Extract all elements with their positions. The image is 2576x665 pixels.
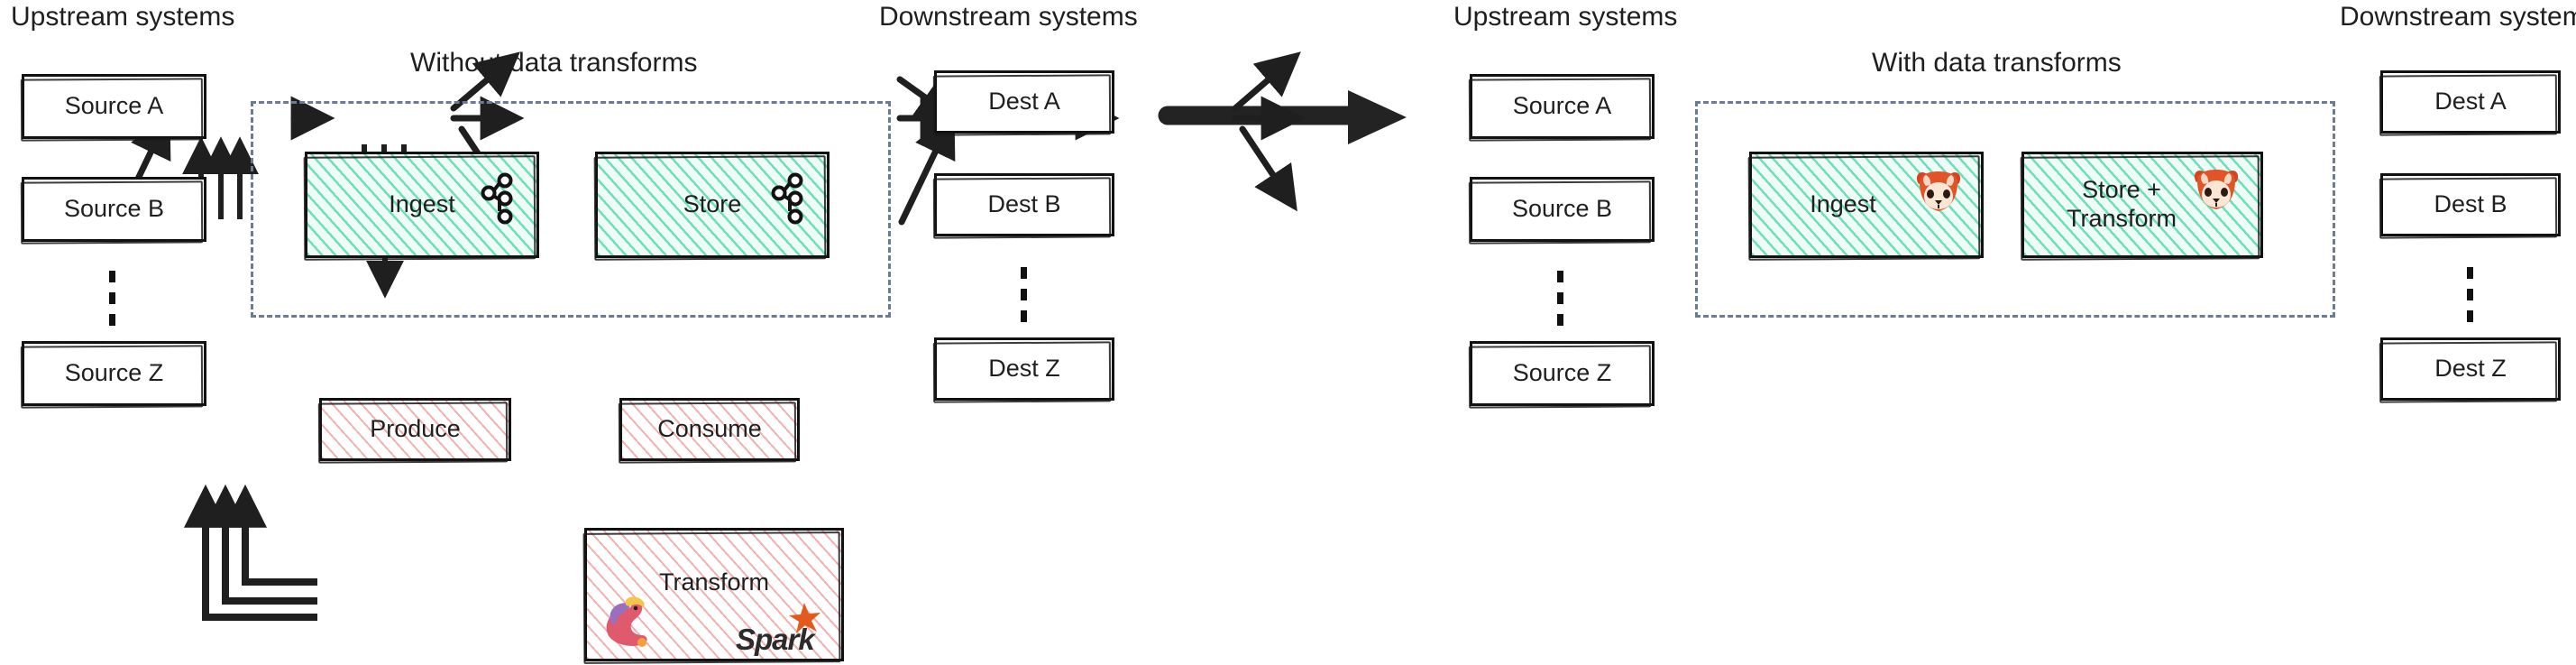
right-source-z[interactable]: Source Z bbox=[1470, 341, 1655, 406]
left-ingest-box[interactable]: Ingest bbox=[305, 152, 539, 258]
left-dest-ellipsis bbox=[1021, 267, 1027, 322]
left-consume-label: Consume bbox=[657, 415, 762, 443]
left-produce-label: Produce bbox=[370, 415, 461, 443]
right-dest-b-label: Dest B bbox=[2434, 190, 2507, 218]
left-dest-a-label: Dest A bbox=[988, 88, 1060, 115]
left-store-label: Store bbox=[683, 190, 742, 218]
left-source-ellipsis bbox=[109, 271, 115, 326]
right-dest-z-label: Dest Z bbox=[2434, 355, 2507, 383]
left-platform-boundary bbox=[251, 101, 891, 318]
right-ingest-box[interactable]: Ingest bbox=[1749, 152, 1984, 258]
left-dest-b-label: Dest B bbox=[987, 190, 1061, 218]
transition-arrow bbox=[1158, 90, 1407, 144]
left-source-z[interactable]: Source Z bbox=[22, 341, 206, 406]
left-source-b[interactable]: Source B bbox=[22, 177, 206, 242]
left-transform-label: Transform bbox=[658, 568, 769, 596]
left-source-a-label: Source A bbox=[64, 92, 164, 120]
left-downstream-heading: Downstream systems bbox=[879, 2, 1138, 32]
right-store-transform-line1: Store + bbox=[2082, 176, 2161, 204]
right-downstream-heading: Downstream systems bbox=[2340, 2, 2576, 32]
right-dest-ellipsis bbox=[2467, 267, 2473, 322]
right-store-transform-box[interactable]: Store + Transform bbox=[2021, 152, 2263, 258]
spark-wordmark: Spark bbox=[736, 623, 815, 656]
left-dest-b[interactable]: Dest B bbox=[934, 173, 1114, 236]
right-dest-z[interactable]: Dest Z bbox=[2380, 337, 2561, 401]
right-upstream-heading: Upstream systems bbox=[1453, 2, 1678, 32]
right-source-a-label: Source A bbox=[1512, 92, 1612, 120]
left-source-b-label: Source B bbox=[63, 195, 165, 223]
right-dest-a-label: Dest A bbox=[2434, 88, 2507, 115]
right-source-z-label: Source Z bbox=[1512, 359, 1612, 387]
right-dest-a[interactable]: Dest A bbox=[2380, 70, 2561, 134]
left-source-z-label: Source Z bbox=[64, 359, 164, 387]
right-ingest-label: Ingest bbox=[1810, 190, 1876, 218]
left-dest-a[interactable]: Dest A bbox=[934, 70, 1114, 134]
right-panel-title: With data transforms bbox=[1872, 48, 2122, 78]
right-store-transform-line2: Transform bbox=[2066, 205, 2177, 232]
right-source-ellipsis bbox=[1557, 271, 1563, 326]
left-dest-z[interactable]: Dest Z bbox=[934, 337, 1114, 401]
right-source-b[interactable]: Source B bbox=[1470, 177, 1655, 242]
left-consume-box[interactable]: Consume bbox=[619, 398, 800, 461]
left-upstream-heading: Upstream systems bbox=[11, 2, 235, 32]
right-source-a[interactable]: Source A bbox=[1470, 74, 1655, 139]
left-store-box[interactable]: Store bbox=[595, 152, 830, 258]
right-dest-b[interactable]: Dest B bbox=[2380, 173, 2561, 236]
left-panel-title: Without data transforms bbox=[410, 48, 698, 78]
left-source-a[interactable]: Source A bbox=[22, 74, 206, 139]
right-platform-boundary bbox=[1695, 101, 2335, 318]
left-produce-box[interactable]: Produce bbox=[319, 398, 511, 461]
right-source-b-label: Source B bbox=[1511, 195, 1613, 223]
left-ingest-label: Ingest bbox=[389, 190, 455, 218]
left-dest-z-label: Dest Z bbox=[988, 355, 1060, 383]
